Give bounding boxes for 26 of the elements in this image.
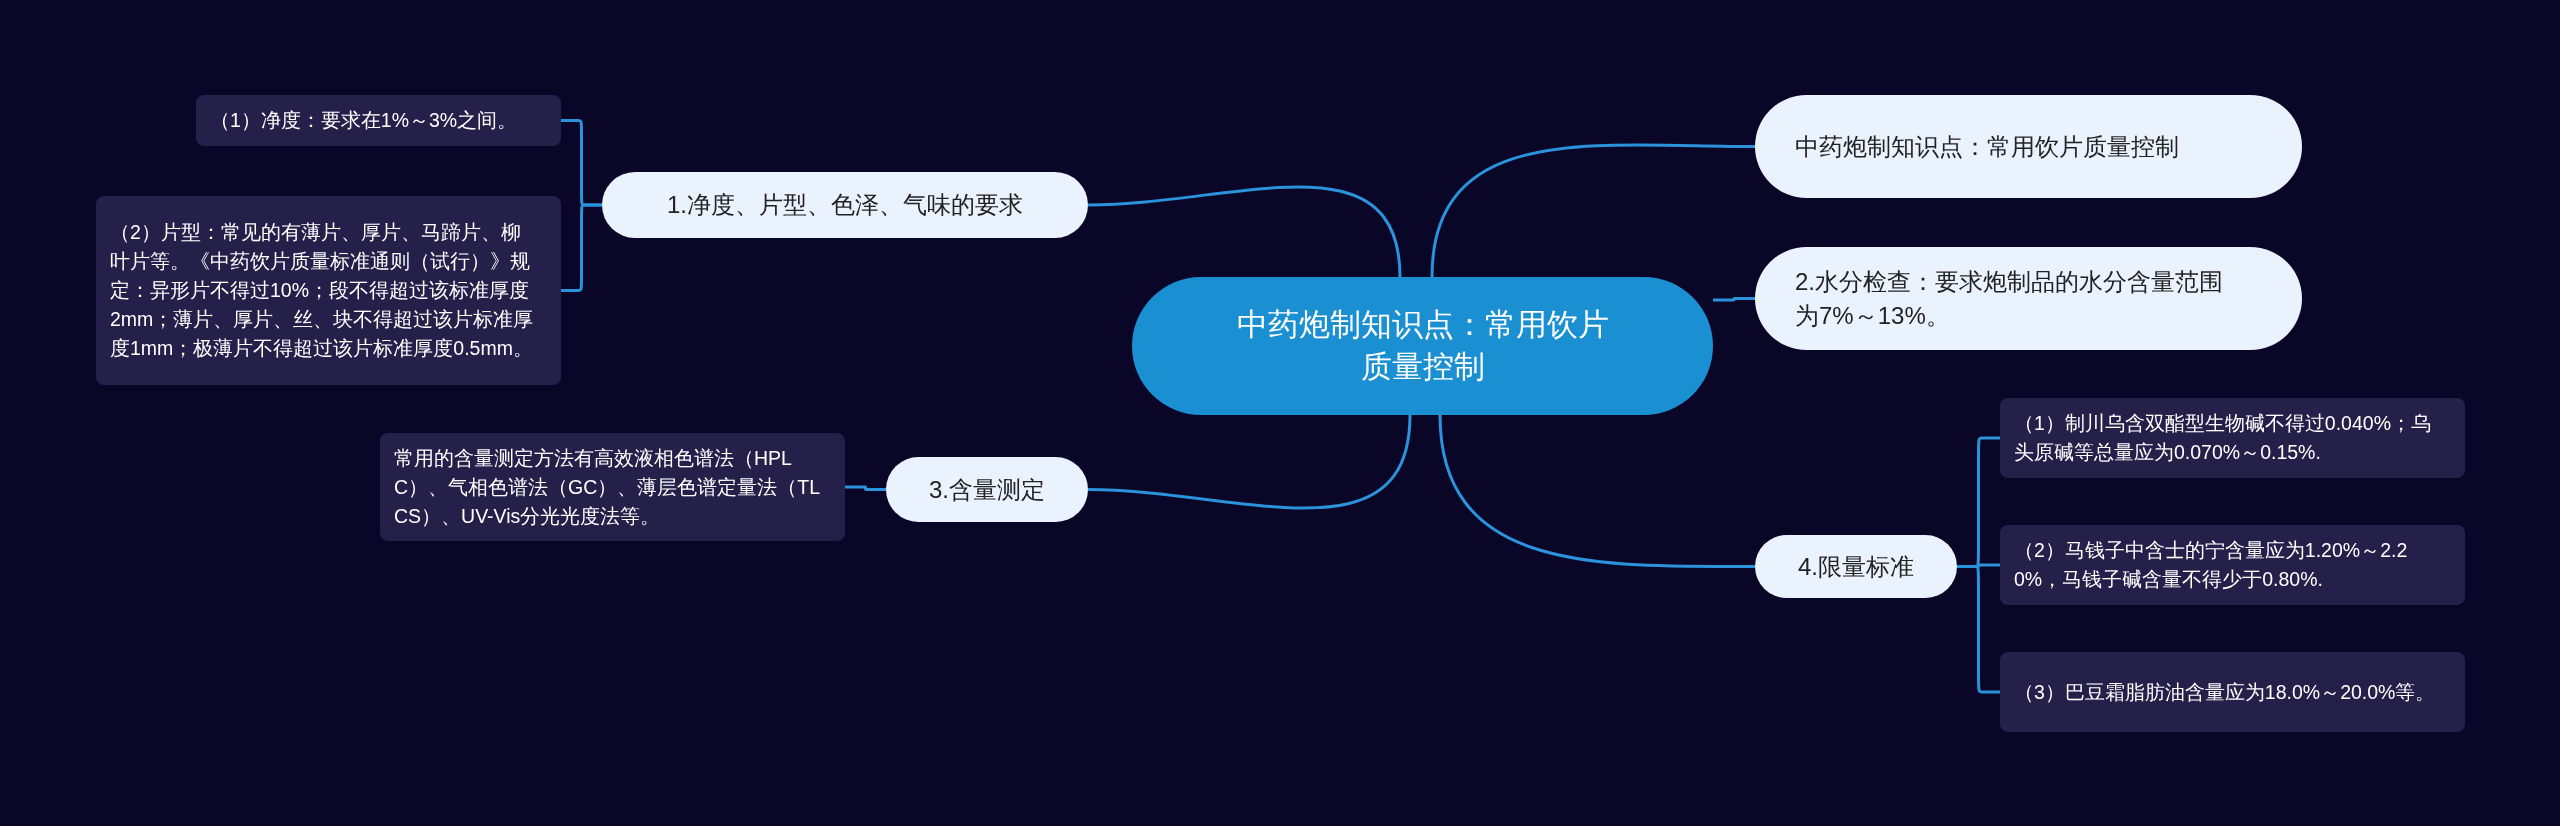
central-topic-text: 中药炮制知识点：常用饮片质量控制	[1235, 306, 1610, 386]
topic-text: 中药炮制知识点：常用饮片质量控制	[1795, 131, 2179, 162]
connector-line	[1087, 414, 1412, 510]
topic-text: 4.限量标准	[1798, 551, 1914, 582]
note-card	[380, 433, 845, 541]
topic-text: 1.净度、片型、色泽、气味的要求	[667, 190, 1023, 220]
connector-line	[1713, 297, 1755, 302]
note-text: （3）巴豆霜脂肪油含量应为18.0%～20.0%等。	[2014, 679, 2436, 705]
note-card	[96, 196, 561, 385]
note-card	[196, 95, 561, 146]
topic-text: 3.含量测定	[929, 474, 1045, 505]
connector-line	[1087, 185, 1402, 278]
connector-line	[561, 203, 602, 292]
connector-line	[845, 485, 886, 491]
connector-line	[1430, 143, 1755, 278]
note-text: （1）制川乌含双酯型生物碱不得过0.040%；乌头原碱等总量应为0.070%～0.15%.	[2014, 411, 2431, 465]
note-text: （1）净度：要求在1%～3%之间。	[210, 108, 518, 133]
note-text: （2）马钱子中含士的宁含量应为1.20%～2.20%，马钱子碱含量不得少于0.80%.	[2014, 538, 2409, 592]
note-card	[2000, 525, 2465, 605]
note-card	[2000, 652, 2465, 732]
note-text: （2）片型：常见的有薄片、厚片、马蹄片、柳叶片等。《中药饮片质量标准通则（试行）》规定：异形片不得过10%；段不得超过该标准厚度2mm；薄片、厚片、丝、块不得超过该片标准厚度1mm；极薄片不得超过该片标准厚度0.5mm。	[110, 220, 535, 361]
connector-line	[1438, 414, 1755, 568]
connector-line	[1957, 565, 2000, 694]
note-card	[2000, 398, 2465, 478]
topic-text: 2.水分检查：要求炮制品的水分含量范围为7%～13%。	[1795, 266, 2224, 331]
note-text: 常用的含量测定方法有高效液相色谱法（HPLC）、气相色谱法（GC）、薄层色谱定量法（TLCS）、UV-Vis分光光度法等。	[394, 445, 822, 529]
